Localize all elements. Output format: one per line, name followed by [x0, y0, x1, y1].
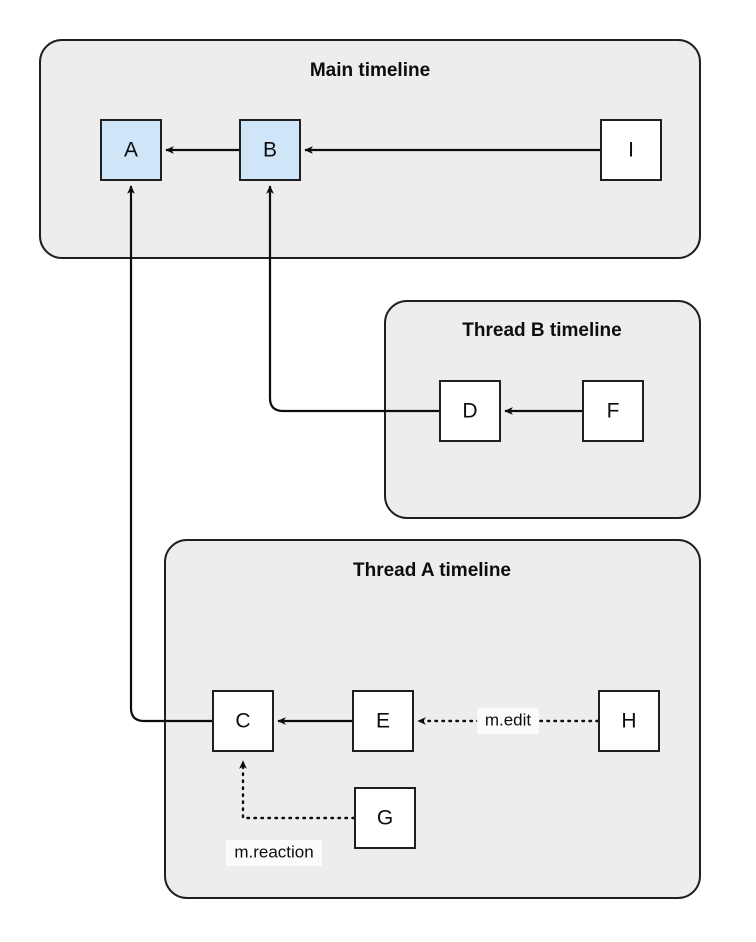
edge-label-bg-g-to-c	[226, 840, 322, 866]
node-label-A: A	[124, 139, 138, 162]
node-label-B: B	[263, 139, 277, 162]
node-label-I: I	[628, 139, 634, 162]
node-G[interactable]: G	[354, 787, 416, 849]
node-label-G: G	[377, 807, 393, 830]
edge-c-to-a	[127, 185, 212, 723]
node-F[interactable]: F	[582, 380, 644, 442]
node-box-E[interactable]	[352, 690, 414, 752]
group-thread-b-timeline: Thread B timeline	[384, 300, 701, 519]
edge-label-g-to-c: m.reaction	[234, 842, 313, 861]
node-box-C[interactable]	[212, 690, 274, 752]
edge-label-h-to-e: m.edit	[485, 710, 532, 729]
edge-d-to-b	[266, 185, 439, 413]
group-title-main-timeline: Main timeline	[310, 60, 430, 81]
node-box-G[interactable]	[354, 787, 416, 849]
group-box-thread-b-timeline	[384, 300, 701, 519]
edge-label-bg-h-to-e	[477, 708, 539, 734]
edge-labels: m.edit m.reaction	[226, 708, 539, 866]
node-box-D[interactable]	[439, 380, 501, 442]
group-title-thread-a-timeline: Thread A timeline	[353, 560, 511, 581]
node-B[interactable]: B	[239, 119, 301, 181]
node-H[interactable]: H	[598, 690, 660, 752]
node-box-F[interactable]	[582, 380, 644, 442]
node-label-C: C	[235, 710, 250, 733]
node-box-I[interactable]	[600, 119, 662, 181]
node-I[interactable]: I	[600, 119, 662, 181]
edge-g-to-c	[239, 759, 356, 820]
group-title-thread-b-timeline: Thread B timeline	[462, 320, 621, 341]
node-box-B[interactable]	[239, 119, 301, 181]
node-box-H[interactable]	[598, 690, 660, 752]
group-box-thread-a-timeline	[164, 539, 701, 899]
node-D[interactable]: D	[439, 380, 501, 442]
node-label-E: E	[376, 710, 390, 733]
node-box-A[interactable]	[100, 119, 162, 181]
node-E[interactable]: E	[352, 690, 414, 752]
node-C[interactable]: C	[212, 690, 274, 752]
event-nodes: A B I D F C E H G	[100, 119, 662, 849]
node-label-F: F	[607, 400, 620, 423]
node-label-D: D	[462, 400, 477, 423]
group-thread-a-timeline: Thread A timeline	[164, 539, 701, 899]
node-A[interactable]: A	[100, 119, 162, 181]
node-label-H: H	[621, 710, 636, 733]
